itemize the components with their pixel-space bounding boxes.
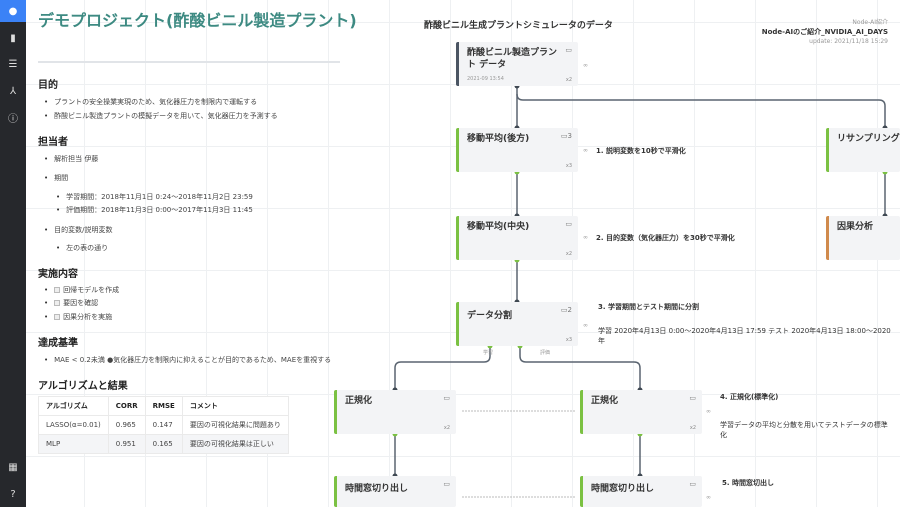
task-label: 要因を確認 xyxy=(63,299,99,307)
flow-category: Node-AI紹介 xyxy=(852,19,888,26)
info-icon[interactable]: ⓘ xyxy=(8,113,18,125)
list-item: 酢酸ビニル製造プラントの模擬データを用いて、気化器圧力を予測する xyxy=(44,111,277,121)
heading-owner: 担当者 xyxy=(38,137,68,148)
list-item: 目的変数/説明変数 xyxy=(44,225,112,235)
comment-icon[interactable]: ▭ xyxy=(565,220,572,228)
comment-icon[interactable]: ▭ xyxy=(689,394,696,402)
node-moving-average-center[interactable]: 移動平均(中央) ▭ x2 xyxy=(456,216,578,260)
heading-purpose: 目的 xyxy=(38,80,58,91)
node-moving-average-back[interactable]: 移動平均(後方) ▭3 x3 xyxy=(456,128,578,172)
home-icon[interactable]: ● xyxy=(0,0,26,22)
note: 4. 正規化(標準化) xyxy=(720,393,779,401)
link-icon[interactable]: ∞ xyxy=(583,62,588,69)
flow-update: update: 2021/11/18 15:29 xyxy=(809,38,888,45)
note: 2. 目的変数（気化器圧力）を30秒で平滑化 xyxy=(596,234,735,242)
node-window-eval[interactable]: 時間窓切り出し ▭ xyxy=(580,476,702,507)
link-icon[interactable]: ∞ xyxy=(583,234,588,241)
note: 学習データの平均と分散を用いてテストデータの標準化 xyxy=(720,421,888,439)
divider xyxy=(38,61,340,63)
node-causal-analysis[interactable]: 因果分析 xyxy=(826,216,900,260)
list-item: 解析担当 伊藤 xyxy=(44,154,98,164)
node-source[interactable]: 酢酸ビニル製造プラント データ ▭ 2021-09 13:54 x2 xyxy=(456,42,578,86)
wire xyxy=(519,346,641,390)
note: 3. 学習期間とテスト期間に分割 xyxy=(598,303,699,311)
list-item: 期間 xyxy=(44,173,68,183)
flow-name: Node-AIのご紹介_NVIDIA_AI_DAYS xyxy=(761,28,888,36)
heading-criteria: 達成基準 xyxy=(38,338,78,349)
list-item: 左の表の通り xyxy=(56,243,108,253)
comment-icon[interactable]: ▭2 xyxy=(560,306,572,314)
port-label-eval: 評価 xyxy=(540,350,551,356)
node-normalize-eval[interactable]: 正規化 ▭ x2 xyxy=(580,390,702,434)
heading-results: アルゴリズムと結果 xyxy=(38,381,128,392)
link-icon[interactable]: ∞ xyxy=(583,147,588,154)
task-item: 要因を確認 xyxy=(44,298,98,308)
list-item: プラントの安全操業実現のため、気化器圧力を制限内で運転する xyxy=(44,97,257,107)
help-icon[interactable]: ? xyxy=(10,488,16,500)
link-icon[interactable]: ∞ xyxy=(706,408,711,415)
page-title: デモプロジェクト(酢酸ビニル製造プラント) xyxy=(38,11,357,30)
checkbox[interactable] xyxy=(54,300,61,306)
wire xyxy=(394,346,491,390)
comment-icon[interactable]: ▭3 xyxy=(560,132,572,140)
task-item: 回帰モデルを作成 xyxy=(44,285,119,295)
list-item: 評価期間：2018年11月3日 0:00〜2017年11月3日 11:45 xyxy=(56,205,253,215)
file-icon[interactable]: ▮ xyxy=(10,32,16,44)
comment-count: 2 xyxy=(567,306,572,314)
link-icon[interactable]: ∞ xyxy=(706,494,711,501)
checkbox[interactable] xyxy=(54,314,61,320)
comment-icon[interactable]: ▭ xyxy=(443,394,450,402)
checkbox[interactable] xyxy=(54,287,61,293)
comment-count: 3 xyxy=(567,132,572,140)
comment-icon[interactable]: ▭ xyxy=(565,46,572,54)
port-label-train: 学習 xyxy=(483,350,494,356)
task-item: 因果分析を実施 xyxy=(44,312,112,322)
link-icon[interactable]: ∞ xyxy=(583,322,588,329)
node-resampling[interactable]: リサンプリング xyxy=(826,128,900,172)
comment-icon[interactable]: ▭ xyxy=(689,480,696,488)
list-item: MAE < 0.2未満 ●気化器圧力を制限内に抑えることが目的であるため、MAE… xyxy=(44,355,331,365)
node-data-split[interactable]: データ分割 ▭2 x3 xyxy=(456,302,578,346)
task-label: 回帰モデルを作成 xyxy=(63,286,120,294)
list-item: 学習期間：2018年11月1日 0:24〜2018年11月2日 23:59 xyxy=(56,192,253,202)
sidebar: ● ▮ ☰ ⅄ ⓘ ▦ ? xyxy=(0,0,26,507)
node-normalize-train[interactable]: 正規化 ▭ x2 xyxy=(334,390,456,434)
note: 学習 2020年4月13日 0:00〜2020年4月13日 17:59 テスト … xyxy=(598,327,891,345)
note: 1. 説明変数を10秒で平滑化 xyxy=(596,147,686,155)
heading-tasks: 実施内容 xyxy=(38,269,78,280)
node-window-train[interactable]: 時間窓切り出し ▭ xyxy=(334,476,456,507)
flow-icon[interactable]: ⅄ xyxy=(9,85,17,97)
comment-icon[interactable]: ▭ xyxy=(443,480,450,488)
wire xyxy=(516,93,886,128)
table-icon[interactable]: ☰ xyxy=(8,58,18,70)
task-label: 因果分析を実施 xyxy=(63,313,113,321)
note: 5. 時間窓切出し xyxy=(722,479,774,487)
grid-icon[interactable]: ▦ xyxy=(8,461,18,473)
flow-title: 酢酸ビニル生成プラントシミュレータのデータ xyxy=(424,21,613,31)
